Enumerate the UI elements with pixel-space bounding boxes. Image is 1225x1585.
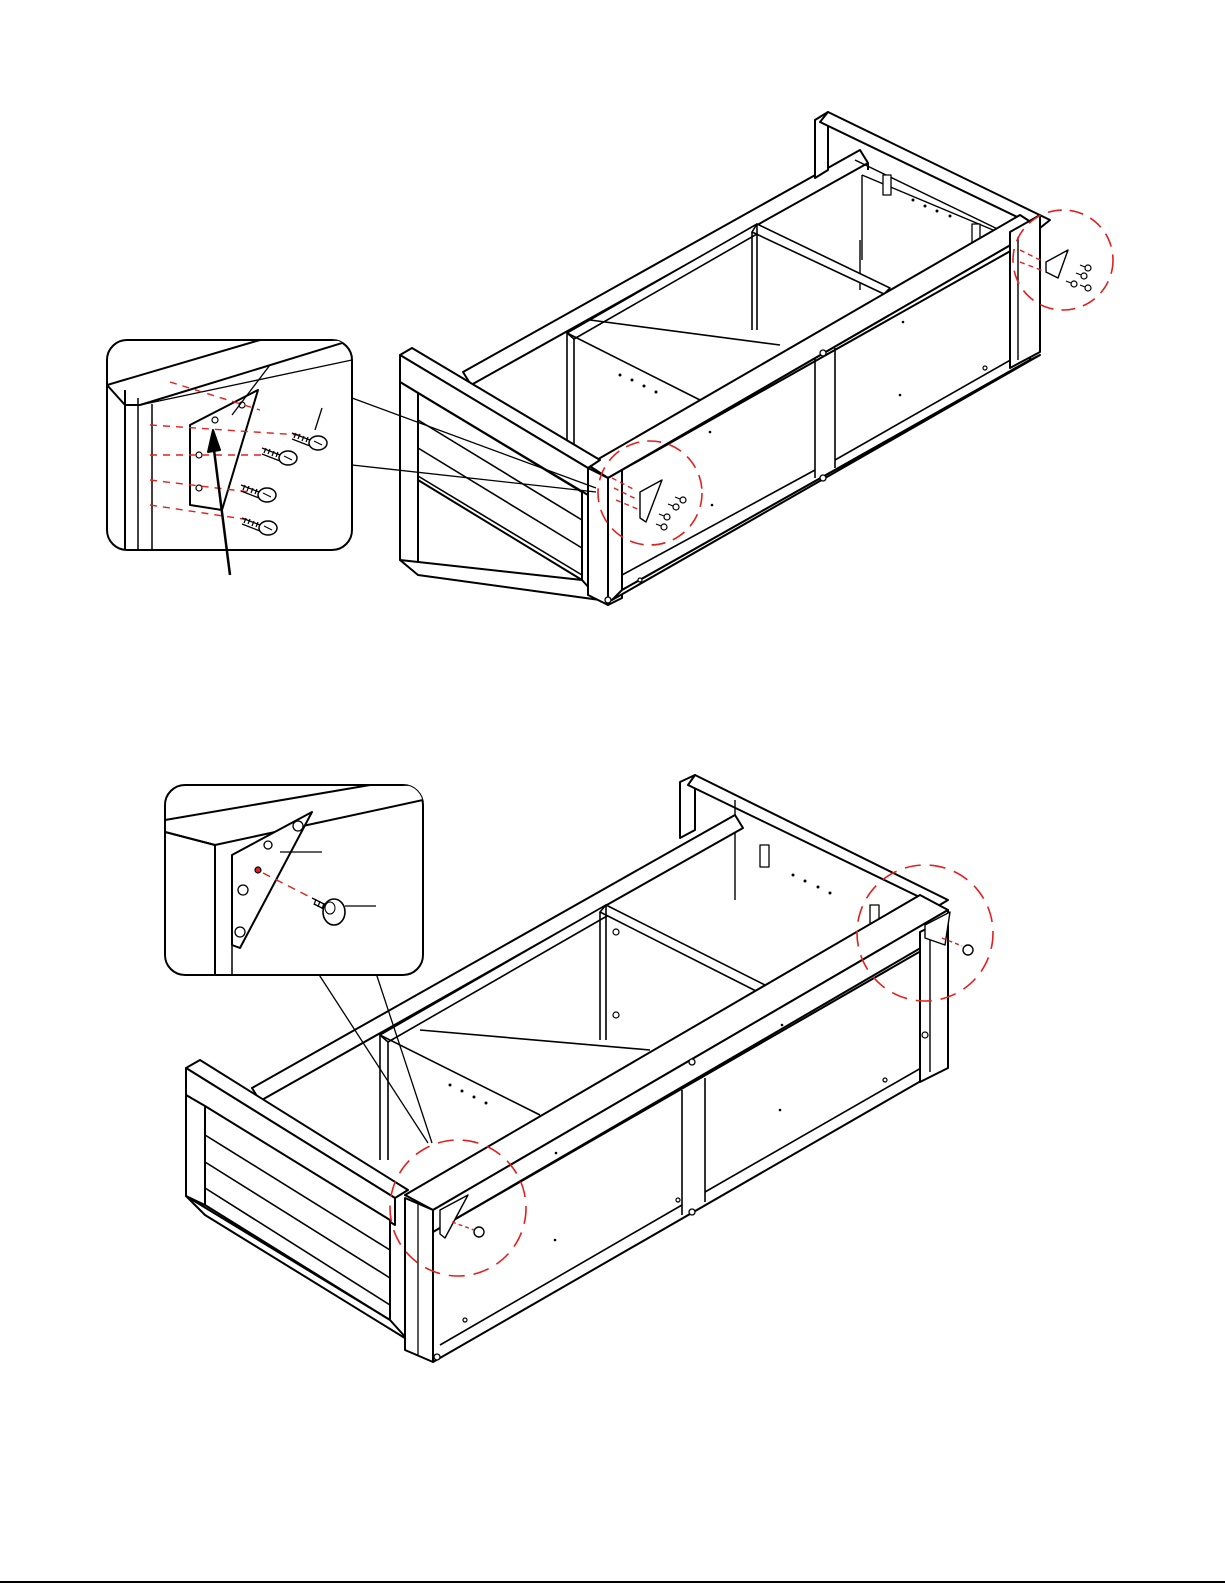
hinge-icon xyxy=(760,845,769,867)
leveling-foot-icon xyxy=(474,1227,484,1237)
screw-icon xyxy=(1076,273,1087,279)
front-left-post xyxy=(588,468,622,605)
screw-icon xyxy=(1066,281,1077,287)
step-lower-diagram xyxy=(165,775,993,1362)
back-right-post xyxy=(680,775,948,923)
hinge-icon xyxy=(883,175,891,195)
step-upper-diagram xyxy=(107,112,1113,605)
screw-icon xyxy=(1080,265,1091,271)
left-end-frame xyxy=(186,1060,408,1340)
front-left-post xyxy=(405,1198,433,1362)
leveling-foot-icon xyxy=(963,945,973,955)
screw-icon xyxy=(1080,285,1091,291)
